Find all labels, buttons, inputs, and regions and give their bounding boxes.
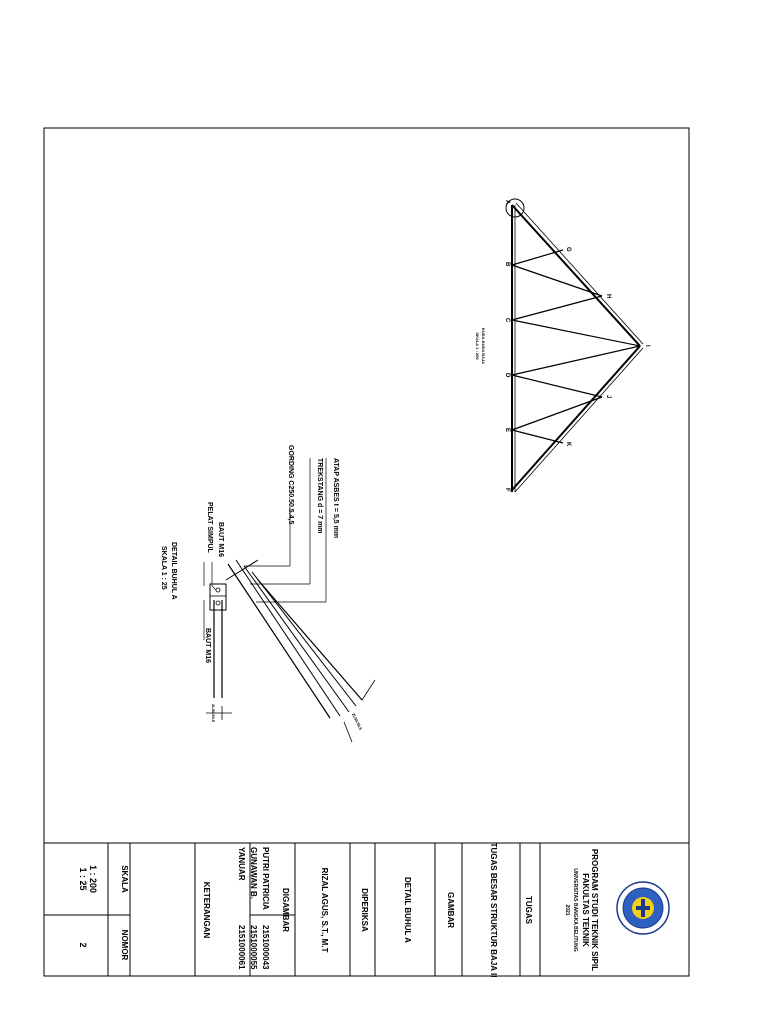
node-label: G — [565, 247, 571, 252]
institution-line2: FAKULTAS TEKNIK — [581, 873, 590, 947]
digambar-header: DIGAMBAR — [281, 888, 290, 932]
profile-tag: 2L50.50.5 — [351, 712, 363, 731]
tugas-header: TUGAS — [524, 896, 533, 925]
callout-gording: GORDING C250.50.5.4,5 — [287, 445, 294, 524]
title-block — [44, 843, 541, 976]
callout-trekstang: TREKSTANG d = 7 mm — [316, 458, 323, 534]
detail-caption-scale: SKALA 1 : 25 — [160, 546, 167, 590]
profile-tag: 2L50.50.5 — [211, 704, 216, 723]
truss-caption-title: KUDA-KUDA BAJA — [481, 328, 486, 364]
institution-line1: PROGRAM STUDI TEKNIK SIPIL — [590, 849, 599, 971]
callout-baut-top: BAUT M16 — [217, 522, 224, 557]
detail-caption-title: DETAIL BUHUL A — [170, 542, 177, 600]
node-label: K — [565, 442, 571, 447]
truss-top-chord-right — [511, 345, 641, 491]
nomor-value: 2 — [78, 942, 88, 947]
university-logo — [616, 881, 670, 935]
bolt — [215, 600, 221, 606]
node-label: J — [605, 395, 611, 398]
gusset-plate — [209, 583, 227, 611]
student-name: PUTRI PATRICIA — [261, 847, 270, 910]
keterangan-header: KETERANGAN — [202, 882, 211, 939]
student-nim: 2151000055 — [249, 925, 258, 970]
detail-buhul-a — [203, 458, 376, 743]
student-name: YANUAR — [237, 847, 246, 881]
gambar-header: GAMBAR — [446, 892, 455, 928]
truss-top-chord-left — [511, 204, 641, 347]
tugas-value: TUGAS BESAR STRUKTUR BAJA II — [489, 843, 498, 978]
gambar-value: DETAIL BUHUL A — [403, 877, 412, 943]
skala-value: 1 : 25 — [78, 867, 88, 890]
sheet-frame — [43, 127, 690, 977]
node-label: D — [504, 373, 510, 378]
student-name: GUNAWAN B. — [249, 847, 258, 899]
skala-value: 1 : 200 — [88, 865, 98, 893]
node-label: H — [605, 294, 611, 298]
rafter-edge — [227, 563, 331, 719]
bolt — [215, 587, 221, 593]
node-label: C — [504, 318, 510, 323]
student-nim: 2151000043 — [261, 925, 270, 970]
node-label: E — [504, 428, 510, 432]
institution-line4: 2021 — [564, 904, 570, 915]
detail-circle-a — [505, 198, 525, 218]
callout-pelat: PELAT SIMPUL — [206, 502, 213, 554]
student-nim: 2151000061 — [237, 925, 246, 970]
skala-header: SKALA — [120, 865, 129, 893]
truss-elevation — [505, 198, 644, 493]
callout-baut-side: BAUT M16 — [204, 628, 211, 663]
diperiksa-value: RIZAL AGUS, S.T., M.T — [320, 868, 329, 953]
node-label: A — [504, 200, 510, 205]
truss-caption-scale: SKALA 1 : 200 — [475, 332, 480, 360]
node-label: B — [504, 262, 510, 267]
callout-atap: ATAP ASBES t = 5,5 mm — [332, 458, 339, 538]
institution-line3: UNIVERSITAS BANGKA BELITUNG — [572, 868, 578, 951]
node-label: I — [644, 345, 650, 347]
truss-node-labels: A B C D E F G H I J K — [504, 200, 650, 492]
diperiksa-header: DIPERIKSA — [360, 888, 369, 932]
nomor-header: NOMOR — [120, 930, 129, 961]
node-label: F — [504, 488, 510, 492]
